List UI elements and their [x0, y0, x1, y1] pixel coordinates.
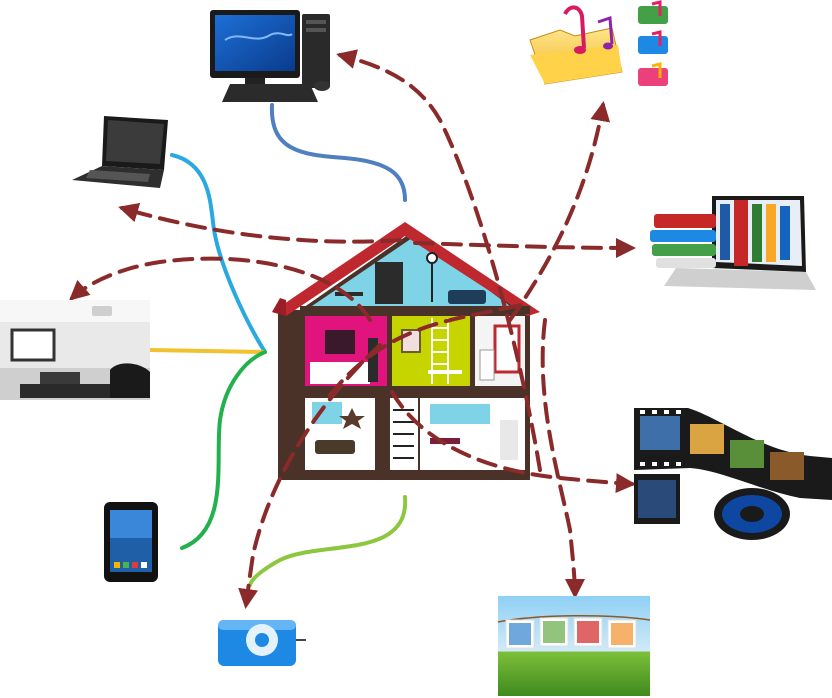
arrow-to-music-player: [238, 343, 382, 609]
music-folder-icon: [529, 0, 668, 86]
home-theater-link-line: [148, 348, 267, 354]
books-on-laptop-icon: [650, 196, 816, 290]
arrow-to-ebooks: [413, 237, 636, 258]
home-theater-projector-icon: [0, 300, 150, 400]
arrow-to-home-theater: [69, 256, 372, 322]
desktop-computer-icon: [210, 10, 330, 102]
tablet-icon: [104, 502, 158, 582]
arrow-inner-flow: [328, 303, 522, 397]
smart-home-house-icon: [272, 222, 540, 480]
arrow-to-videos: [390, 390, 636, 494]
arrow-to-laptop: [118, 202, 402, 244]
photos-on-clothesline-icon: [497, 596, 651, 696]
laptop-link-line: [170, 153, 267, 354]
content-flow-arrows: [69, 49, 636, 609]
laptop-icon: [72, 116, 168, 188]
arrow-to-photos: [540, 318, 585, 599]
tablet-link-line: [180, 350, 267, 550]
arrow-to-music: [508, 101, 611, 322]
music-player-icon: [218, 620, 306, 666]
device-links: [148, 103, 408, 587]
music-player-link-line: [248, 495, 408, 587]
film-reel-icon: [634, 408, 832, 540]
arrow-to-desktop: [336, 49, 542, 472]
roof: [272, 222, 540, 316]
music-file-icons: [638, 0, 668, 86]
desktop-link-line: [269, 103, 407, 202]
